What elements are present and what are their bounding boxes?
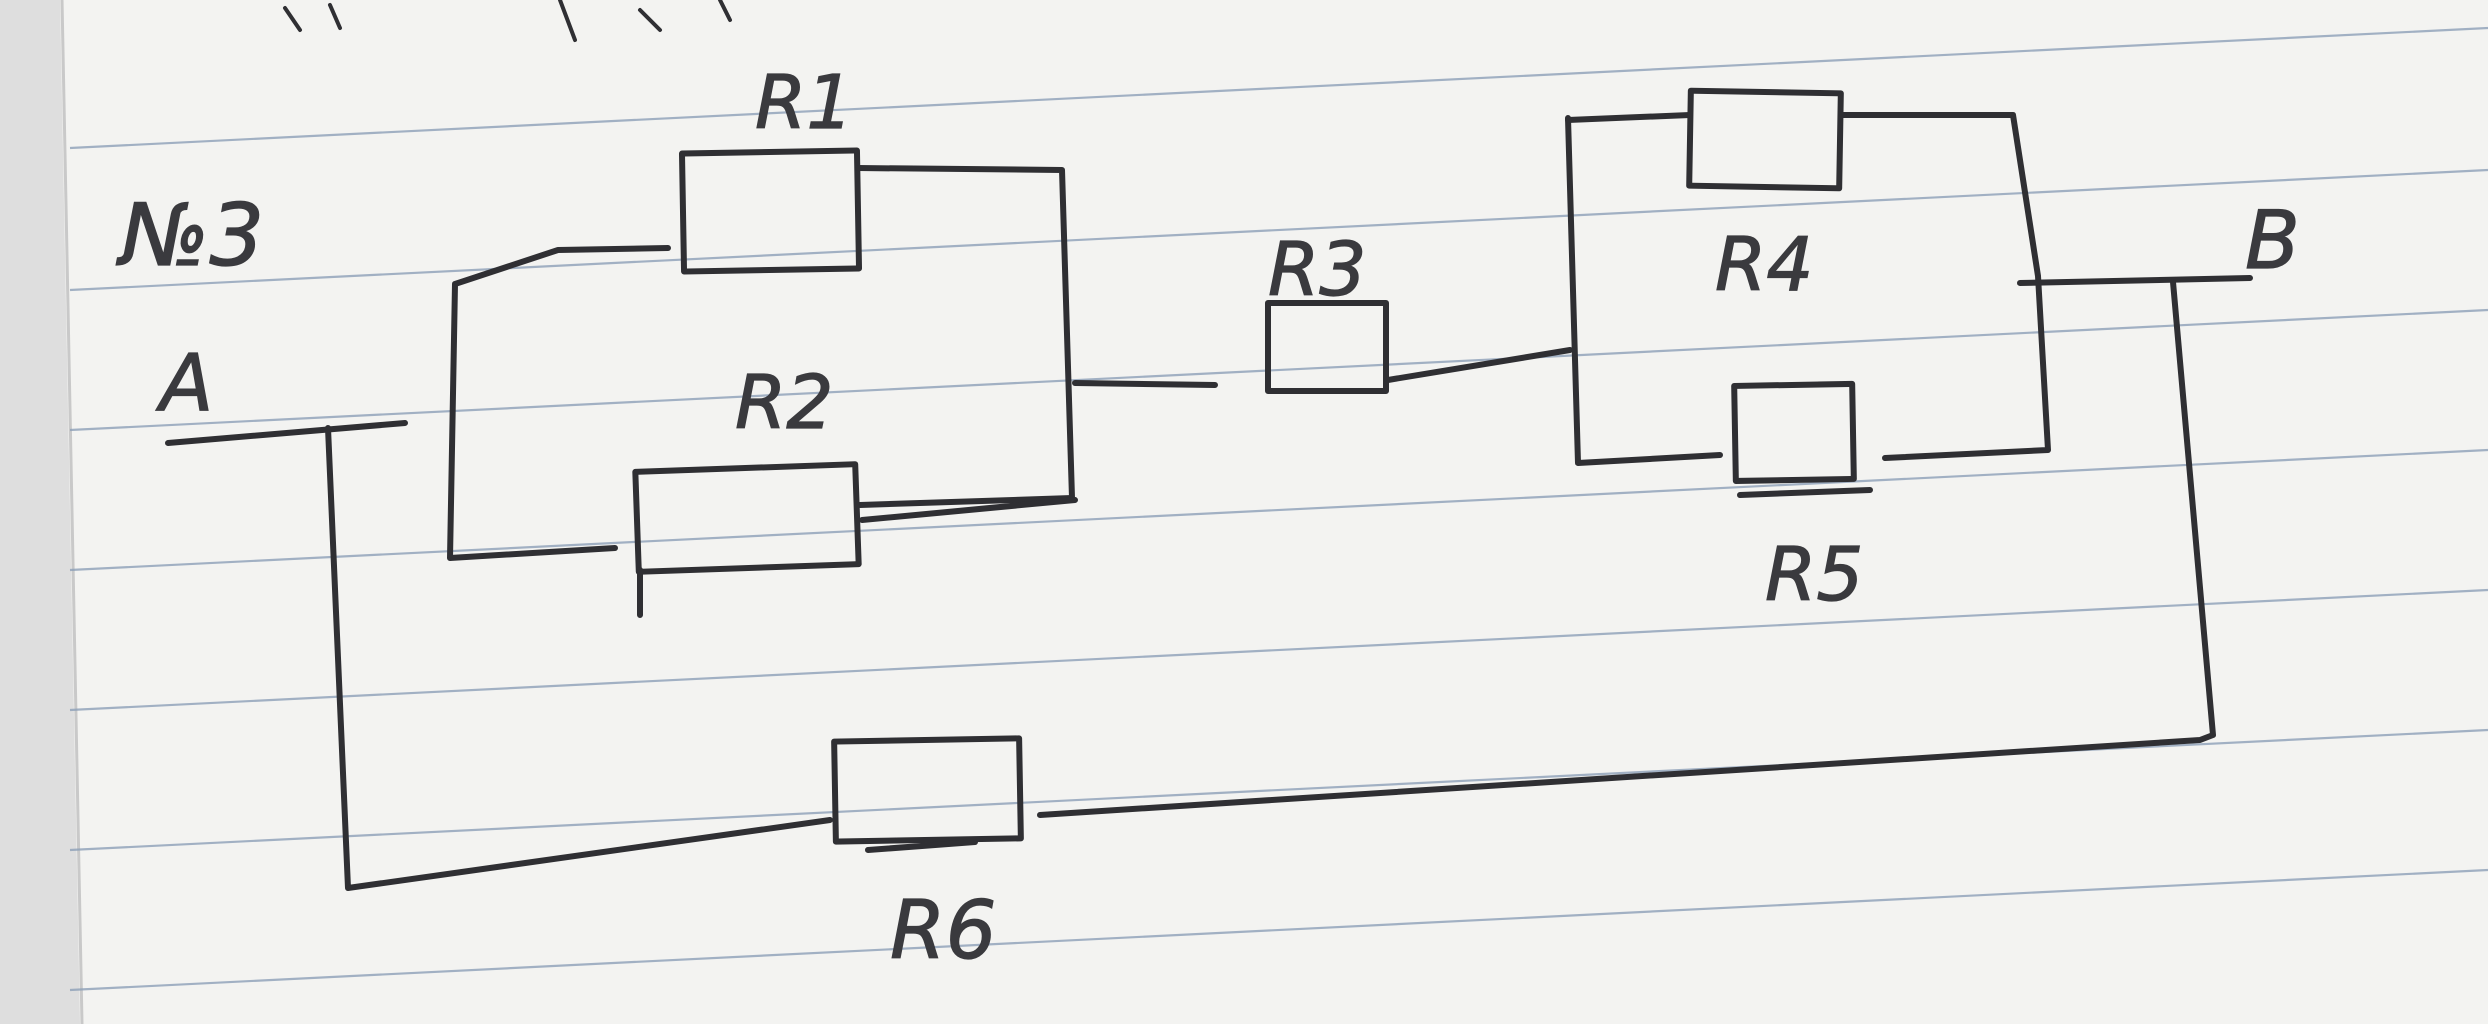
wire-r6-tail: [865, 839, 978, 853]
r2-label: R2: [735, 360, 834, 446]
wire-r1r2-right: [855, 165, 1075, 508]
node-a-label: A: [155, 339, 213, 429]
wire-a-stub: [165, 420, 408, 446]
problem-number-label: №3: [116, 186, 264, 286]
wire-r4r5-right: [1839, 112, 2051, 461]
resistor-r5: [1731, 380, 1857, 484]
wire-r1r2-left: [447, 245, 671, 561]
margin-line: [60, 0, 84, 1024]
r4-label: R4: [1715, 222, 1814, 308]
r6-label: R6: [890, 884, 996, 977]
wire-r4-left: [1565, 112, 1693, 123]
r5-label: R5: [1765, 532, 1864, 618]
paper-sheet: [60, 0, 2488, 1024]
resistor-r3: [1265, 300, 1389, 394]
node-b-label: B: [2245, 194, 2300, 287]
wire-b-to-r6: [1037, 279, 2216, 818]
resistor-r4: [1686, 87, 1844, 192]
wire-b-stub: [2017, 275, 2253, 286]
resistor-r1: [678, 147, 863, 275]
wire-a-to-r6: [325, 425, 833, 891]
wire-r3-to-r4r5: [1385, 347, 1573, 383]
cutoff-scribble: [283, 0, 732, 42]
wire-to-r3: [1072, 380, 1218, 388]
r1-label: R1: [755, 60, 854, 146]
wire-r2-tails: [637, 497, 1078, 618]
resistor-r2: [632, 461, 862, 575]
r3-label: R3: [1268, 227, 1367, 313]
resistor-r6: [831, 735, 1024, 845]
wire-r5-tail: [1737, 487, 1873, 498]
wire-r4r5-left: [1565, 115, 1723, 466]
